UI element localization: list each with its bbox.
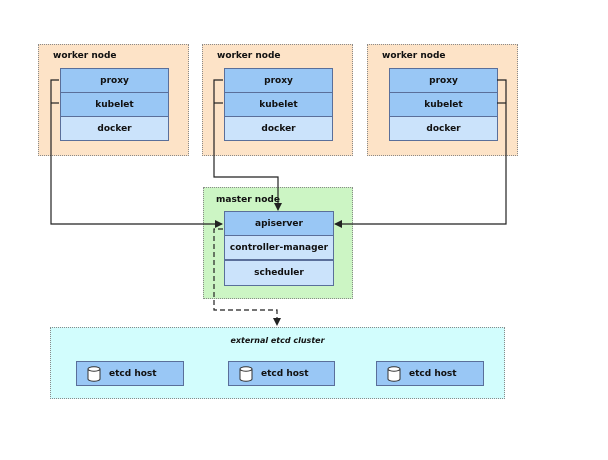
etcd-host-1: etcd host	[76, 361, 184, 386]
connector-worker2-apiserver	[213, 79, 282, 211]
database-icon	[239, 365, 253, 382]
connector-apiserver-etcd	[213, 228, 281, 326]
worker-node-1-title: worker node	[53, 51, 117, 61]
etcd-cluster: external etcd cluster etcd host etcd hos…	[50, 327, 505, 399]
worker-node-3: worker node proxy kubelet docker	[367, 44, 518, 156]
worker-node-2-title: worker node	[217, 51, 281, 61]
worker-node-1-kubelet: kubelet	[60, 92, 169, 117]
etcd-host-2: etcd host	[228, 361, 335, 386]
connector-worker3-apiserver	[334, 79, 507, 228]
master-node: master node apiserver controller-manager…	[203, 187, 353, 299]
master-node-title: master node	[216, 195, 280, 205]
worker-node-2: worker node proxy kubelet docker	[202, 44, 353, 156]
master-node-scheduler: scheduler	[224, 260, 334, 286]
etcd-host-1-label: etcd host	[109, 368, 157, 379]
database-icon	[387, 365, 401, 382]
master-node-controller-manager: controller-manager	[224, 235, 334, 260]
worker-node-2-kubelet: kubelet	[224, 92, 333, 117]
database-icon	[87, 365, 101, 382]
etcd-cluster-title: external etcd cluster	[230, 336, 325, 345]
worker-node-2-docker: docker	[224, 116, 333, 141]
worker-node-3-title: worker node	[382, 51, 446, 61]
master-node-apiserver: apiserver	[224, 211, 334, 236]
worker-node-1-docker: docker	[60, 116, 169, 141]
worker-node-3-docker: docker	[389, 116, 498, 141]
worker-node-2-proxy: proxy	[224, 68, 333, 93]
connector-worker1-apiserver	[50, 79, 223, 228]
etcd-host-3-label: etcd host	[409, 368, 457, 379]
worker-node-1: worker node proxy kubelet docker	[38, 44, 189, 156]
etcd-host-3: etcd host	[376, 361, 484, 386]
etcd-host-2-label: etcd host	[261, 368, 309, 379]
